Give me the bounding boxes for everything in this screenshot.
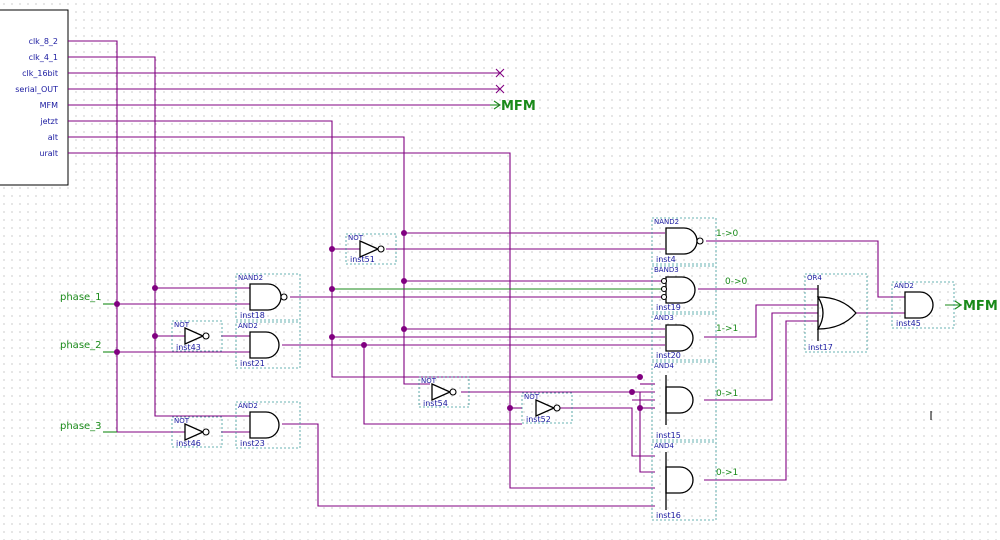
inst-label-inst16: inst16 [656,511,681,520]
wire-uralt [68,152,655,489]
transition-label-0-0: 0->0 [725,277,748,287]
gate-type-inst19: BAND3 [654,266,679,274]
gate-type-inst20: AND3 [654,314,674,322]
inst-label-inst43: inst43 [176,343,201,352]
inst-label-inst17: inst17 [808,343,833,352]
gate-inst45[interactable]: AND2 inst45 [891,281,955,329]
junction-dots [114,230,643,411]
transition-label-0-1-b: 0->1 [716,468,738,478]
transition-label-1-0: 1->0 [716,229,739,239]
wire-alt [68,136,430,385]
gate-type-inst51: NOT [348,234,364,242]
gate-inst54[interactable]: NOT inst54 [418,376,470,408]
pin-label-clk-16bit: clk_16bit [22,69,58,78]
phase-3-label: phase_3 [60,421,102,432]
gate-type-inst4: NAND2 [654,218,679,226]
gate-inst19[interactable]: BAND3 inst19 [651,265,717,313]
phase-2-label: phase_2 [60,340,102,351]
inst-label-inst23: inst23 [240,439,265,448]
gate-type-inst18: NAND2 [238,274,263,282]
gate-inst43[interactable]: NOT inst43 [171,320,223,352]
transition-label-1-1: 1->1 [716,324,738,334]
gate-inst15[interactable]: AND4 inst15 [651,361,717,441]
gate-type-inst52: NOT [524,393,540,401]
gate-inst20[interactable]: AND3 inst20 [651,313,717,361]
inst-label-inst4: inst4 [656,255,676,264]
gate-inst51[interactable]: NOT inst51 [345,233,397,265]
gate-type-inst43: NOT [174,321,190,329]
gate-type-inst16: AND4 [654,442,674,450]
pin-label-alt: alt [48,133,58,142]
transition-label-0-1-a: 0->1 [716,389,738,399]
gate-type-inst46: NOT [174,417,190,425]
gate-inst18[interactable]: NAND2 inst18 [235,273,301,321]
pin-label-jetzt: jetzt [39,117,58,126]
no-connect-markers [495,68,505,94]
inst-label-inst45: inst45 [896,319,921,328]
inst-label-inst54: inst54 [423,399,448,408]
gate-type-inst54: NOT [421,377,437,385]
gate-inst4[interactable]: NAND2 inst4 [651,217,717,265]
gate-type-inst21: AND2 [238,322,258,330]
gate-inst52[interactable]: NOT inst52 [521,392,573,424]
pin-label-clk-4-1: clk_4_1 [29,53,58,62]
inst-label-inst18: inst18 [240,311,265,320]
gate-inst16[interactable]: AND4 inst16 [651,441,717,521]
pin-label-clk-8-2: clk_8_2 [29,37,58,46]
symbol-block[interactable]: clk_8_2 clk_4_1 clk_16bit serial_OUT MFM… [0,9,69,186]
gate-inst21[interactable]: AND2 inst21 [235,321,301,369]
gate-type-inst23: AND2 [238,402,258,410]
gate-inst46[interactable]: NOT inst46 [171,416,223,448]
inst-label-inst52: inst52 [526,415,551,424]
phase-1-label: phase_1 [60,292,102,303]
inst-label-inst15: inst15 [656,431,681,440]
pin-label-mfm: MFM [40,101,59,110]
gate-type-inst45: AND2 [894,282,914,290]
wire-clk-8-2 [68,40,185,433]
gate-type-inst17: OR4 [807,274,822,282]
inst-label-inst46: inst46 [176,439,201,448]
mfm-output-label-right: MFM [963,299,998,314]
gate-inst17[interactable]: OR4 inst17 [804,273,868,353]
gate-inst23[interactable]: AND2 inst23 [235,401,301,449]
inst-label-inst21: inst21 [240,359,265,368]
inst-label-inst51: inst51 [350,255,375,264]
pin-label-serial-out: serial_OUT [15,85,58,94]
inst-label-inst19: inst19 [656,303,681,312]
inst-label-inst20: inst20 [656,351,681,360]
mfm-output-label-top: MFM [501,99,536,114]
gate-type-inst15: AND4 [654,362,674,370]
pin-label-uralt: uralt [39,149,58,158]
wires [68,40,962,507]
